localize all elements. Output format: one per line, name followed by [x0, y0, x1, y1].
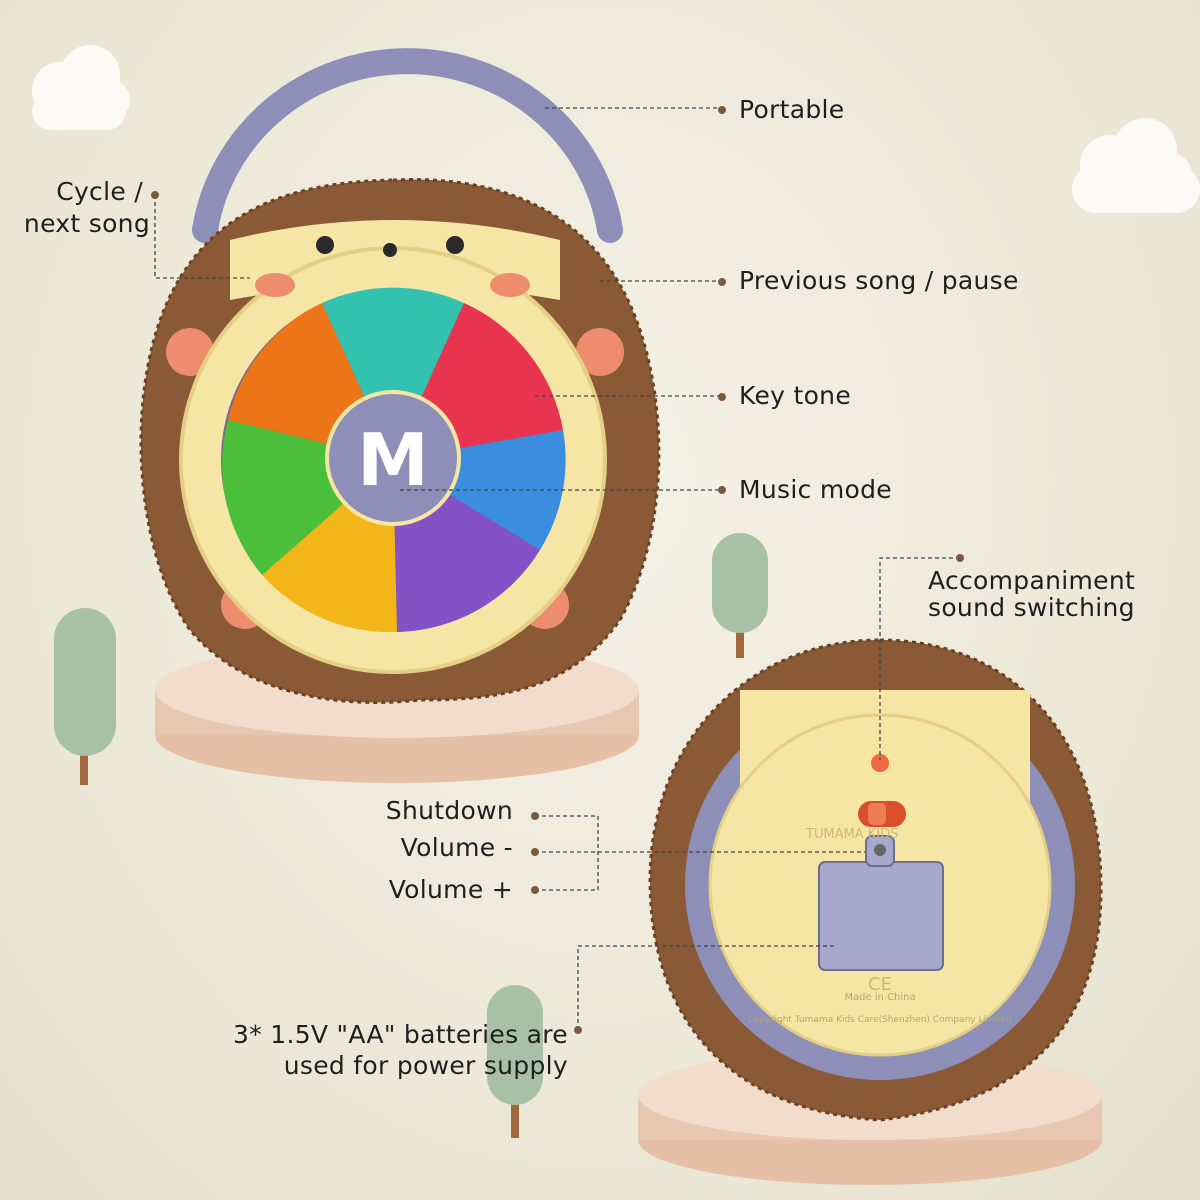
- label-previous-pause: Previous song / pause: [739, 266, 1019, 295]
- cloud-left: [32, 45, 130, 130]
- music-mode-button[interactable]: [325, 390, 461, 526]
- ce-mark: CE: [868, 974, 892, 995]
- handle: [192, 48, 623, 243]
- label-volume-up: Volume +: [388, 875, 513, 904]
- label-key-tone: Key tone: [739, 381, 851, 410]
- back-toy: TUMAMA KIDS Made in China CE Copyright T…: [648, 638, 1103, 1122]
- label-accompaniment-line1: Accompaniment: [928, 566, 1136, 595]
- brand-logo: TUMAMA KIDS: [805, 827, 898, 842]
- label-accompaniment-line2: sound switching: [928, 593, 1135, 622]
- copyright-text: Copyright Tumama Kids Care(Shenzhen) Com…: [748, 1015, 1012, 1025]
- label-cycle-line2: next song: [23, 209, 150, 238]
- tree-middle: [712, 533, 768, 658]
- previous-pause-button[interactable]: [490, 273, 530, 297]
- label-volume-down: Volume -: [400, 833, 513, 862]
- cloud-right: [1072, 118, 1200, 213]
- front-toy: M: [139, 48, 661, 704]
- m-letter: M: [357, 418, 429, 502]
- label-battery-line1: 3* 1.5V "AA" batteries are: [233, 1020, 568, 1049]
- tree-left: [54, 608, 116, 785]
- label-music-mode: Music mode: [739, 475, 892, 504]
- accompaniment-button[interactable]: [871, 754, 889, 772]
- label-cycle-line1: Cycle /: [56, 177, 143, 206]
- cycle-button[interactable]: [255, 273, 295, 297]
- made-in-text: Made in China: [844, 992, 915, 1003]
- leader-lines: [154, 107, 960, 1030]
- battery-cover[interactable]: [818, 861, 944, 971]
- label-portable: Portable: [739, 95, 845, 124]
- leader-dots: [151, 106, 964, 1034]
- tree-bottom: [487, 985, 543, 1138]
- label-shutdown: Shutdown: [385, 796, 513, 825]
- label-battery-line2: used for power supply: [283, 1051, 568, 1080]
